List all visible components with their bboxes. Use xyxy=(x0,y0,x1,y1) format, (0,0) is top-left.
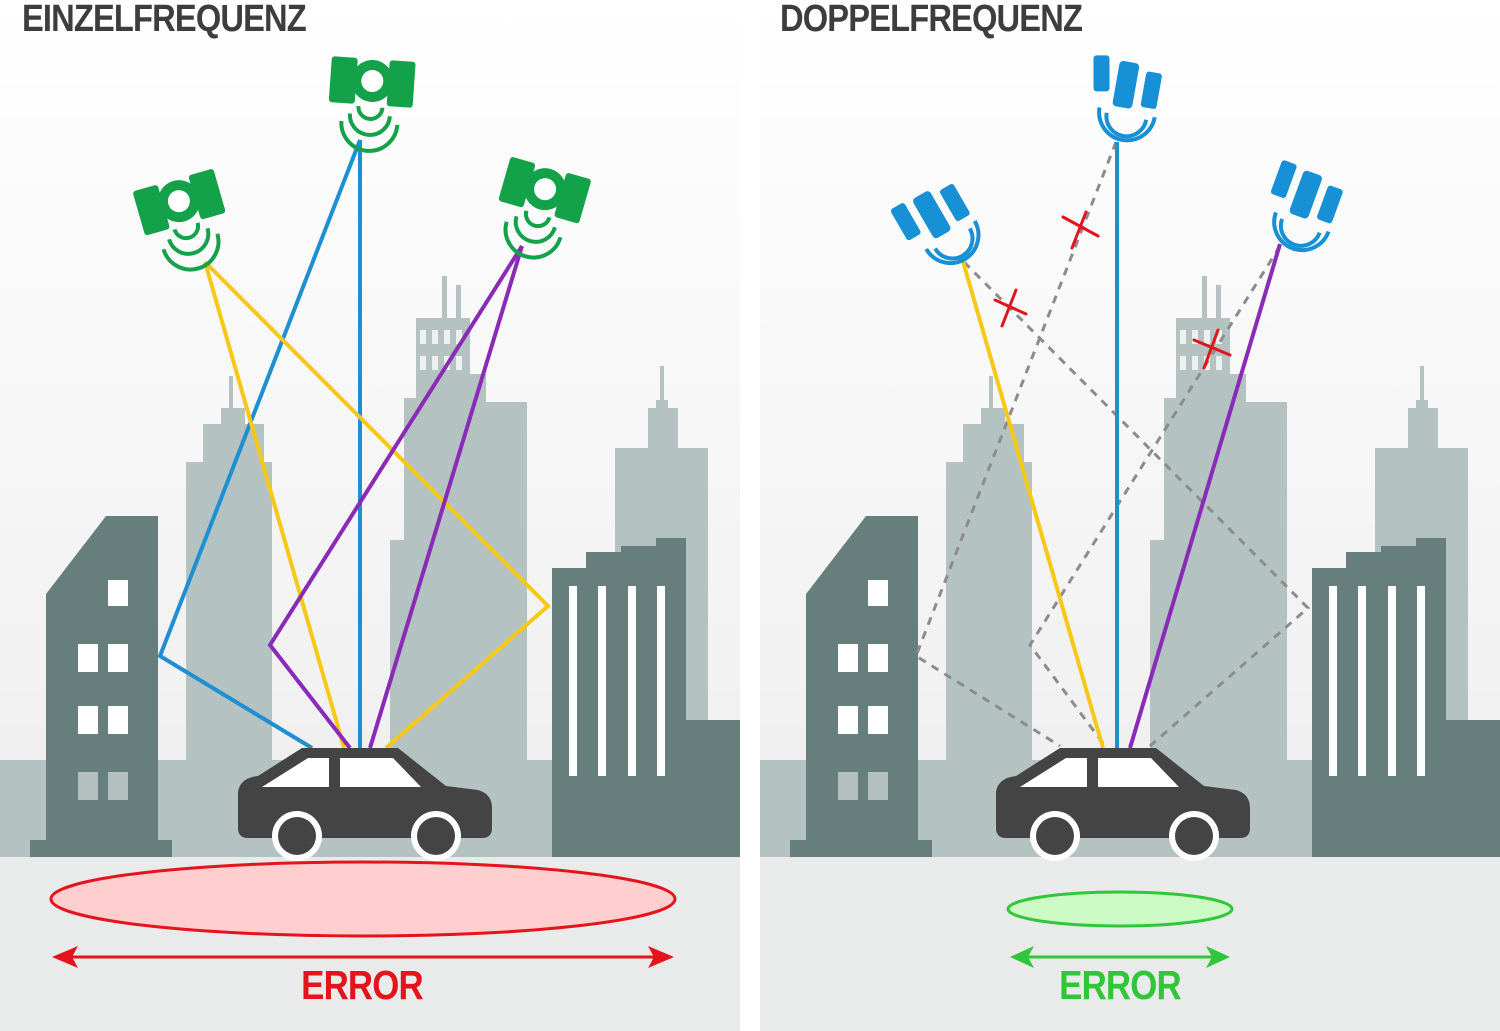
building-windows xyxy=(838,580,1425,800)
panel-single-frequency: EINZELFREQUENZ ERROR xyxy=(0,0,740,1031)
building xyxy=(186,376,272,860)
ground xyxy=(760,857,1500,1031)
error-ellipse xyxy=(49,860,677,938)
panel-title: DOPPELFREQUENZ xyxy=(780,0,1083,40)
building xyxy=(1150,276,1287,860)
signal-path-direct-purple xyxy=(1128,243,1282,749)
signal-path-reflected-yellow xyxy=(203,260,551,750)
satellite-icon xyxy=(498,157,591,260)
blocked-path-blue xyxy=(914,141,1118,748)
single-frequency-scene xyxy=(0,0,740,1031)
cross-mark xyxy=(993,288,1028,328)
blocked-paths xyxy=(914,141,1311,748)
error-ellipse xyxy=(1006,890,1234,928)
panel-dual-frequency: DOPPELFREQUENZ ERROR xyxy=(760,0,1500,1031)
cross-mark xyxy=(1061,210,1100,250)
signal-path-reflected-purple xyxy=(267,244,524,750)
blocked-path-purple xyxy=(1028,245,1282,747)
error-label: ERROR xyxy=(1059,962,1181,1008)
building-windows xyxy=(78,580,665,800)
signal-path-direct-purple xyxy=(368,245,524,749)
building xyxy=(790,516,932,860)
double-arrow xyxy=(1010,946,1230,968)
satellite-icon xyxy=(328,56,416,153)
signal-path-reflected-blue xyxy=(157,139,362,750)
double-arrow xyxy=(52,946,674,968)
error-label: ERROR xyxy=(301,962,423,1008)
signal-path-direct-yellow xyxy=(960,257,1105,749)
blocked-path-yellow xyxy=(962,260,1311,748)
signal-paths xyxy=(157,139,551,750)
cross-mark xyxy=(1192,328,1232,370)
cross-marks xyxy=(993,210,1232,370)
signal-paths xyxy=(960,142,1282,749)
panel-title: EINZELFREQUENZ xyxy=(22,0,307,40)
satellites xyxy=(890,55,1343,266)
car-icon xyxy=(996,748,1250,861)
satellites xyxy=(133,56,591,272)
building xyxy=(946,376,1032,860)
car-icon xyxy=(238,748,492,861)
satellite-icon xyxy=(1270,160,1343,253)
building xyxy=(30,516,172,860)
signal-path-direct-yellow xyxy=(203,261,346,749)
dual-frequency-scene xyxy=(760,0,1500,1031)
satellite-icon xyxy=(1093,55,1162,143)
satellite-icon xyxy=(890,184,981,266)
satellite-icon xyxy=(133,169,226,272)
